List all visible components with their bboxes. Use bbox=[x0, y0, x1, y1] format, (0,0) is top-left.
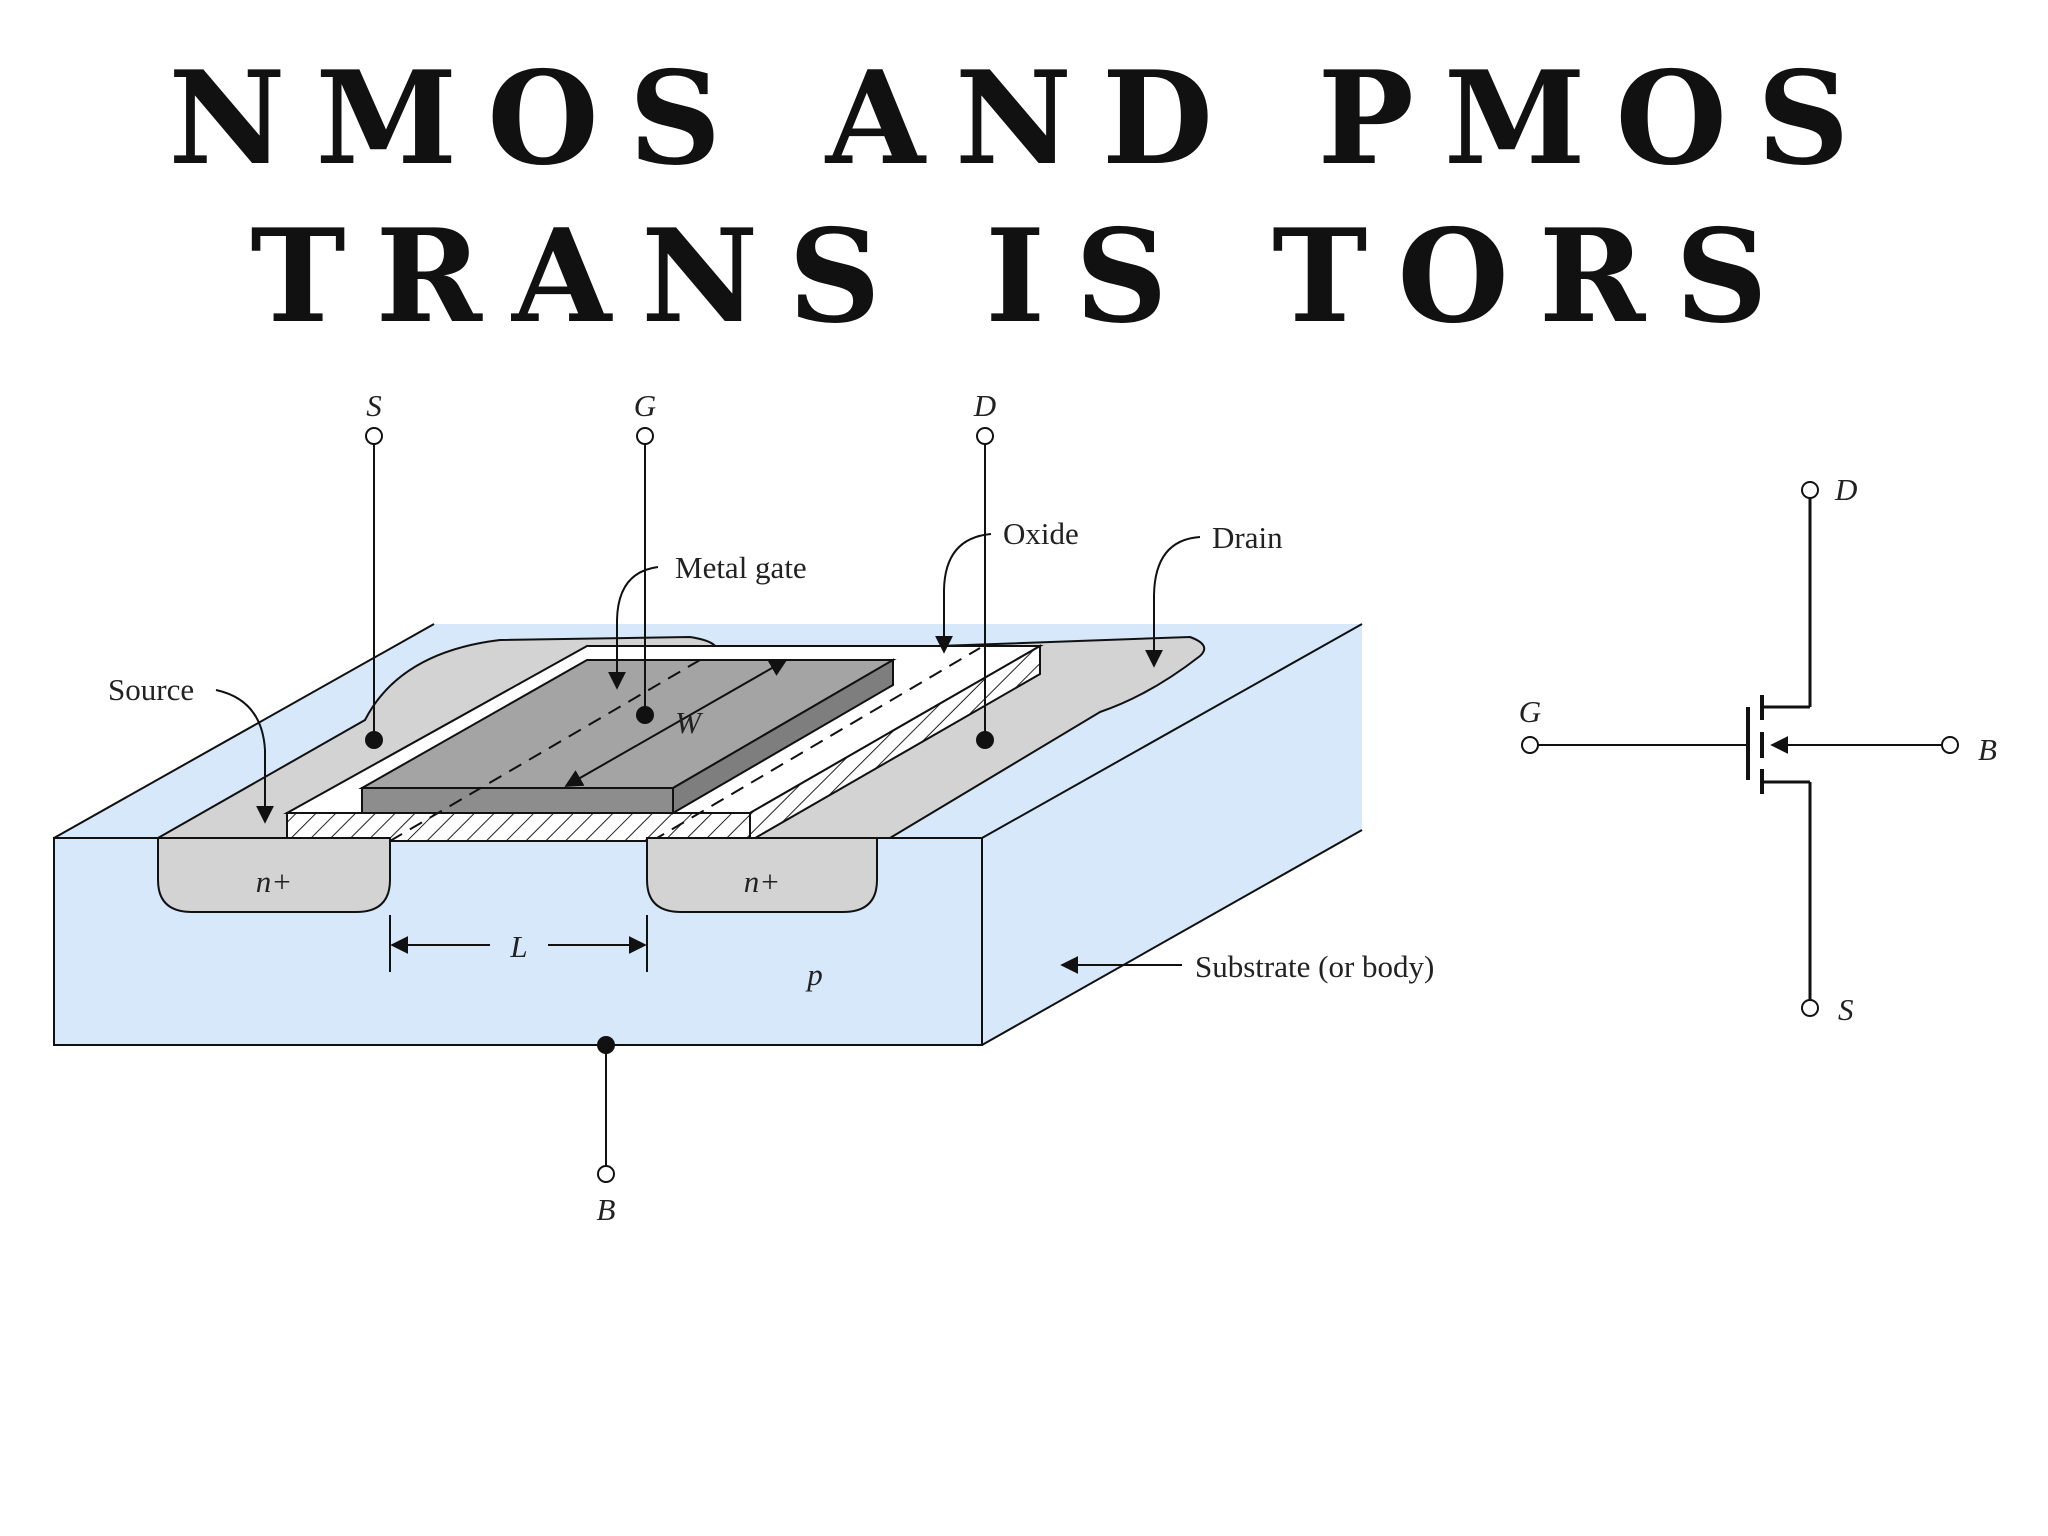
oxide-front-edge bbox=[286, 812, 751, 842]
gate-contact bbox=[636, 706, 654, 724]
nmos-circuit-symbol: D G B S bbox=[1519, 472, 1997, 1027]
substrate-right-face bbox=[982, 624, 1362, 1045]
width-label: W bbox=[675, 705, 704, 740]
symbol-label-source: S bbox=[1838, 992, 1854, 1027]
n-plus-well-right bbox=[646, 837, 878, 913]
drain-label: Drain bbox=[1212, 520, 1283, 555]
body-contact bbox=[597, 1036, 615, 1054]
terminal-label-gate: G bbox=[634, 388, 656, 423]
source-contact bbox=[365, 731, 383, 749]
slide-title: NMOS AND PMOS TRANS IS TORS bbox=[0, 40, 2048, 356]
metal-gate-label: Metal gate bbox=[675, 550, 807, 585]
width-arrow bbox=[564, 659, 788, 787]
title-line-1: NMOS AND PMOS bbox=[168, 44, 1880, 194]
length-label: L bbox=[509, 929, 527, 964]
terminal-label-source: S bbox=[366, 388, 382, 423]
drain-contact bbox=[976, 731, 994, 749]
symbol-label-drain: D bbox=[1834, 472, 1857, 507]
metal-gate-front bbox=[361, 787, 674, 814]
oxide-label: Oxide bbox=[1003, 516, 1079, 551]
n-plus-right-label: n+ bbox=[744, 864, 780, 899]
mosfet-structure: S G D B Metal gate Oxide Drain Source Su… bbox=[53, 388, 1434, 1227]
p-substrate-label: p bbox=[805, 957, 823, 992]
symbol-label-gate: G bbox=[1519, 694, 1541, 729]
terminal-label-drain: D bbox=[973, 388, 996, 423]
n-plus-well-left bbox=[157, 837, 391, 913]
oxide-right-edge bbox=[749, 644, 1041, 843]
n-plus-left-label: n+ bbox=[256, 864, 292, 899]
terminal-label-body: B bbox=[597, 1192, 616, 1227]
substrate-label: Substrate (or body) bbox=[1195, 949, 1434, 984]
title-line-2: TRANS IS TORS bbox=[250, 202, 1798, 352]
source-label: Source bbox=[108, 672, 194, 707]
symbol-label-body: B bbox=[1978, 732, 1997, 767]
